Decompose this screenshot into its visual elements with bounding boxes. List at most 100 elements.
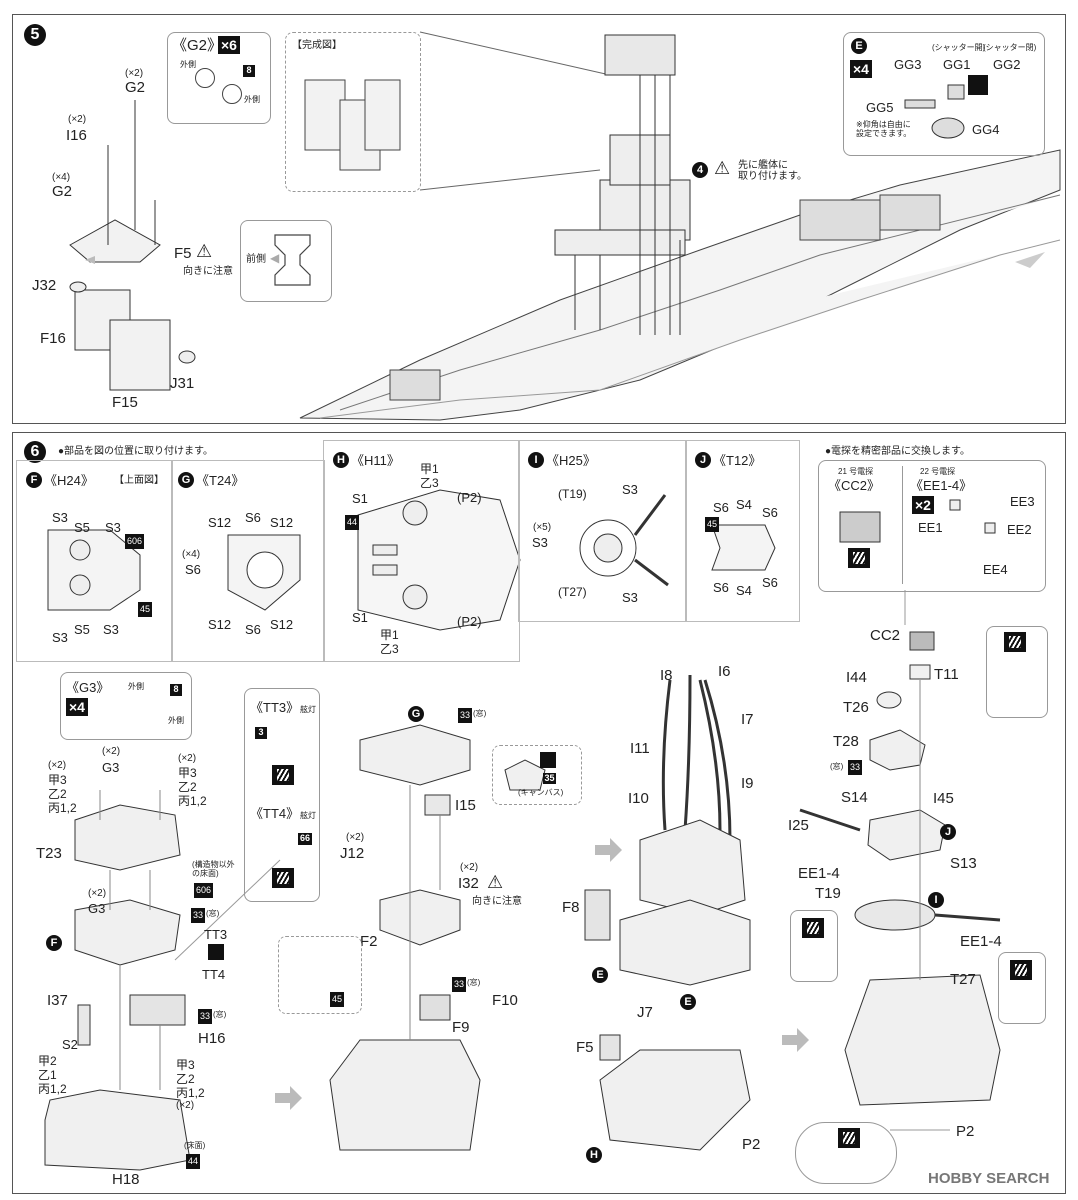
ma-c1: (×2) — [346, 832, 365, 843]
ma-window2: (窓) — [467, 978, 481, 987]
g3-detail-box — [60, 672, 192, 740]
j-box-title: 《T12》 — [713, 453, 762, 468]
attach-first-note: 先に艦体に 取り付けます。 — [738, 160, 807, 182]
ma-warning-icon: ⚠ — [487, 872, 504, 892]
shutter-open-label: (シャッター開) — [932, 43, 986, 52]
ee2-label: EE2 — [1007, 522, 1032, 537]
paint-8-badge: 8 — [243, 65, 255, 77]
g2-detail-box — [167, 32, 271, 124]
h-s1b: S1 — [352, 610, 368, 625]
g2-box-title: 《G2》 — [172, 37, 223, 54]
t11-decal-box — [986, 626, 1048, 718]
hobby-search-logo: HOBBY SEARCH — [928, 1170, 1049, 1187]
step5-number: 5 — [24, 24, 46, 46]
front-arrow-icon: ◀ — [270, 251, 280, 265]
la-tt3: TT3 — [204, 927, 228, 942]
mid-assembly-art — [329, 724, 546, 1151]
la-c2: (×2) — [102, 746, 121, 757]
h-p2a: (P2) — [457, 490, 482, 505]
h-otsu3: 乙3 — [420, 476, 439, 490]
ra-f5: F5 — [576, 1039, 594, 1056]
h-box-frame — [323, 440, 520, 662]
fa-paint-33: 33 — [848, 760, 863, 775]
ma-canvas-paint-icon — [540, 752, 556, 768]
fa-i25: I25 — [788, 817, 809, 834]
ra-i6: I6 — [718, 663, 731, 680]
ma-window: (窓) — [473, 709, 487, 718]
la-c5: (×2) — [176, 1100, 195, 1111]
g-s6a: S6 — [245, 510, 261, 525]
j-s6b: S6 — [762, 505, 778, 520]
la-h18: H18 — [112, 1171, 140, 1188]
tt3-paint-3: 3 — [255, 727, 267, 739]
elevation-note: ※仰角は自由に 設定できます。 — [856, 120, 912, 138]
ee-count-badge: ×2 — [912, 496, 934, 514]
la-h12d: 丙1,2 — [176, 1086, 205, 1100]
fa-j-circle: J — [940, 824, 956, 840]
step6-number: 6 — [24, 441, 46, 463]
f-s3b: S3 — [105, 520, 121, 535]
photo-etched-icon — [848, 548, 870, 568]
fa-i-circle: I — [928, 892, 944, 908]
ma-f10: F10 — [492, 992, 518, 1009]
fa-cc2: CC2 — [870, 627, 901, 644]
fa-s13: S13 — [950, 855, 977, 872]
e-detail-box — [843, 32, 1045, 156]
g-box-title: 《T24》 — [196, 473, 245, 488]
fa-s14: S14 — [841, 789, 868, 806]
j31-label: J31 — [170, 375, 195, 392]
left-assembly-art — [44, 790, 191, 1171]
callout-lines — [174, 590, 950, 1131]
la-paint-44: 44 — [186, 1154, 201, 1169]
i-s3b: S3 — [532, 535, 548, 550]
canvas-detail-box — [492, 745, 582, 805]
la-c4: (×2) — [88, 888, 107, 899]
fa-ee14b: EE1-4 — [960, 933, 1002, 950]
watermark-brand: HOBBY SEARCH — [928, 1170, 1050, 1187]
complete-drawing-box — [285, 32, 421, 192]
la-s2: S2 — [62, 1037, 78, 1052]
j-s6d: S6 — [762, 575, 778, 590]
radar-divider — [902, 466, 903, 584]
fa-t28: T28 — [833, 733, 859, 750]
gg1-label: GG1 — [943, 57, 971, 72]
t27-decal-icon — [1010, 960, 1032, 980]
fa-i45: I45 — [933, 790, 954, 807]
paint-pattern-icon — [968, 75, 988, 95]
ra-e2-circle: E — [680, 994, 696, 1010]
ee-title: 《EE1-4》 — [910, 478, 973, 493]
h-paint-44: 44 — [345, 515, 360, 530]
f5-part-outline — [274, 234, 311, 286]
ma-c2: (×2) — [460, 862, 479, 873]
la-paint-606: 606 — [194, 883, 214, 898]
h-s1a: S1 — [352, 491, 368, 506]
i16-count: (×2) — [68, 114, 87, 125]
i-box-title: 《H25》 — [546, 453, 596, 468]
la-k3: 甲3 — [48, 773, 67, 787]
f16-label: F16 — [40, 330, 66, 347]
ma-paint-33: 33 — [458, 708, 473, 723]
tt3-title: 《TT3》 — [250, 700, 300, 715]
gg5-label: GG5 — [866, 100, 894, 115]
ra-i9: I9 — [741, 775, 754, 792]
t19-decal-box — [790, 910, 838, 982]
h-box-title: 《H11》 — [351, 453, 400, 468]
g2-top-count: (×2) — [125, 68, 144, 79]
f-s3a: S3 — [52, 510, 68, 525]
la-window: (窓) — [206, 909, 220, 918]
la-k3b: 甲3 — [178, 766, 197, 780]
p2-decal-icon — [838, 1128, 860, 1148]
f-s3c: S3 — [52, 630, 68, 645]
j-s6c: S6 — [713, 580, 729, 595]
ma-j12: J12 — [340, 845, 365, 862]
h-p2b: (P2) — [457, 614, 482, 629]
far-assembly-art — [799, 631, 1001, 1106]
fa-t19: T19 — [815, 885, 841, 902]
la-t23: T23 — [36, 845, 62, 862]
t11-decal-icon — [1004, 632, 1026, 652]
j-s4a: S4 — [736, 497, 752, 512]
f5-label: F5 — [174, 245, 192, 262]
la-i37: I37 — [47, 992, 68, 1009]
step5-subassembly — [69, 100, 196, 391]
